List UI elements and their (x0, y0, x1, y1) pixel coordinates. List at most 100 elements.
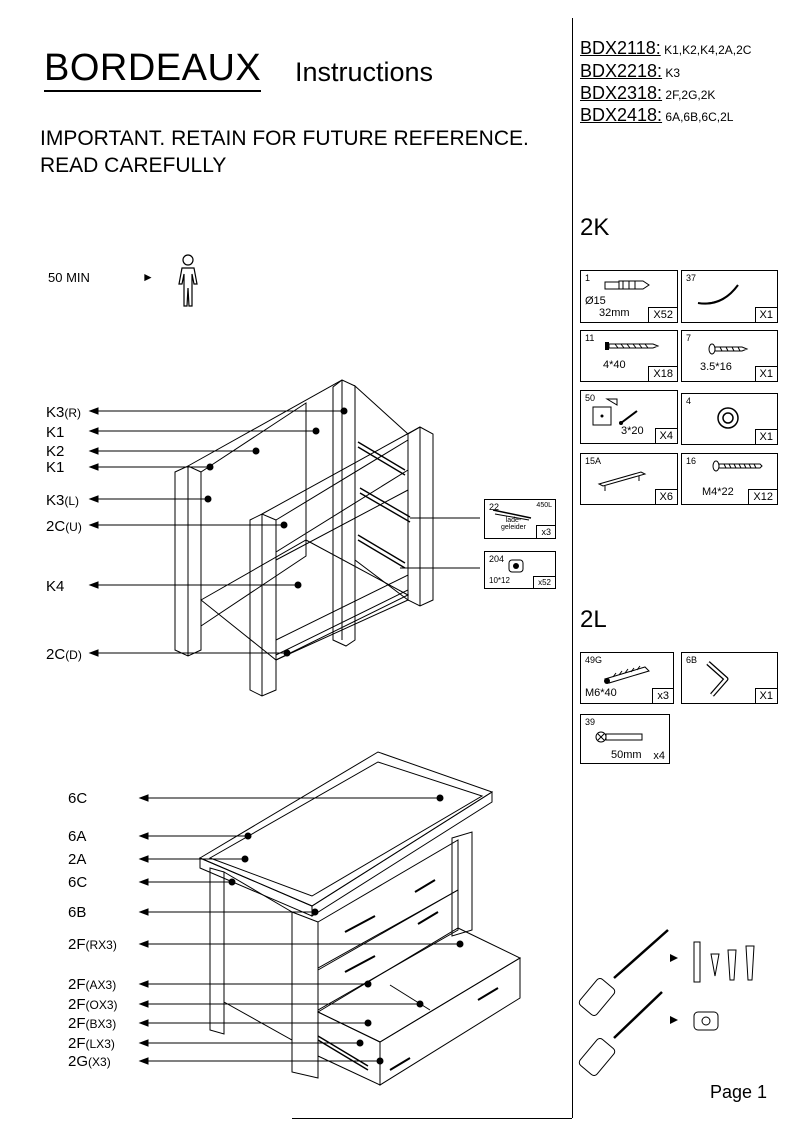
callout-label: 2C(U) (46, 518, 82, 535)
anchor-bolt-icon (604, 665, 650, 684)
model-row: BDX2418: 6A,6B,6C,2L (580, 105, 733, 126)
part-box: 39 50mm x4 (580, 714, 670, 764)
part-spec: Ø15 (585, 295, 606, 307)
part-box: 15A X6 (580, 453, 678, 505)
part-box: 1 Ø15 32mm X52 (580, 270, 678, 323)
slide-rail-icon (492, 509, 532, 521)
part-qty: x3 (652, 688, 673, 703)
brand-title: BORDEAUX (44, 48, 262, 92)
model-row: BDX2318: 2F,2G,2K (580, 83, 715, 104)
part-qty: X1 (754, 366, 777, 381)
part-name: lade-geleider (501, 517, 526, 531)
part-id: 6B (686, 655, 698, 665)
callout-label: 6A (68, 828, 87, 845)
part-qty: x3 (536, 525, 555, 538)
column-divider (572, 18, 573, 1118)
important-line-2: READ CAREFULLY (40, 154, 227, 177)
part-spec: M4*22 (702, 486, 734, 498)
model-row: BDX2118: K1,K2,K4,2A,2C (580, 38, 751, 59)
callout-label: K3(R) (46, 404, 82, 421)
callout-label: 2F(RX3) (68, 936, 117, 953)
cabinet-assembled-drawing (138, 751, 522, 1086)
callout-label: 6B (68, 904, 87, 921)
bracket-strap-icon (697, 284, 739, 305)
tools-illustration (578, 929, 755, 1076)
important-line-1: IMPORTANT. RETAIN FOR FUTURE REFERENCE. (40, 127, 529, 150)
part-box: 6B X1 (681, 652, 778, 704)
assembly-time: 50 MIN (48, 270, 90, 285)
part-id: 22 (489, 502, 500, 512)
part-size: 450L (536, 502, 552, 509)
model-code: BDX2218: (580, 61, 663, 81)
part-qty: X1 (754, 307, 777, 322)
small-screw-icon (708, 343, 749, 355)
callout-label: 2F(LX3) (68, 1035, 115, 1052)
part-qty: X1 (754, 688, 777, 703)
part-id: 15A (585, 456, 602, 466)
callout-label: 2G(X3) (68, 1053, 111, 1070)
footer-divider (292, 1118, 572, 1119)
part-box: 7 3.5*16 X1 (681, 330, 778, 382)
model-parts: K1,K2,K4,2A,2C (664, 43, 752, 57)
important-notice: IMPORTANT. RETAIN FOR FUTURE REFERENCE. … (40, 125, 529, 179)
callout-label: 2A (68, 851, 87, 868)
callout-label: 2F(BX3) (68, 1015, 117, 1032)
connector-bolt-icon (595, 731, 643, 743)
part-id: 37 (686, 273, 697, 283)
part-box: 16 M4*22 X12 (681, 453, 778, 505)
wood-screw-icon (605, 342, 660, 350)
model-code: BDX2318: (580, 83, 663, 103)
model-parts: 6A,6B,6C,2L (665, 110, 734, 124)
model-row: BDX2218: K3 (580, 61, 680, 82)
callout-label: K1 (46, 424, 65, 441)
play-arrow-icon: ► (142, 270, 154, 284)
person-icon (178, 254, 198, 307)
drawer-handle-icon (597, 471, 647, 491)
washer-icon (717, 407, 739, 429)
part-spec: 32mm (599, 307, 630, 319)
callout-label: K2 (46, 443, 65, 460)
part-qty: X6 (654, 489, 677, 504)
model-parts: K3 (665, 66, 681, 80)
model-code: BDX2118: (580, 38, 661, 58)
part-box: 49G M6*40 x3 (580, 652, 674, 704)
callout-label: 6C (68, 874, 88, 891)
cam-lock-icon (508, 559, 524, 573)
page-number: Page 1 (710, 1082, 768, 1102)
part-spec: 3*20 (621, 425, 644, 437)
part-spec: 10*12 (489, 576, 510, 585)
part-qty: X18 (648, 366, 677, 381)
callout-label: K1 (46, 459, 65, 476)
part-id: 1 (585, 273, 591, 283)
section-2l-title: 2L (580, 606, 607, 633)
document-subtitle: Instructions (295, 57, 434, 87)
callout-label: K4 (46, 578, 65, 595)
part-qty: X4 (654, 428, 677, 443)
model-code: BDX2418: (580, 105, 663, 125)
part-qty: x52 (533, 576, 555, 588)
part-id: 4 (686, 396, 692, 406)
part-qty: X52 (648, 307, 677, 322)
dowel-screw-icon (604, 280, 650, 290)
part-spec: 4*40 (603, 359, 626, 371)
part-id: 204 (489, 554, 505, 564)
block-and-screw-icon (592, 398, 638, 426)
frame-exploded-drawing (88, 379, 480, 697)
part-qty: X1 (754, 429, 777, 444)
part-id: 7 (686, 333, 692, 343)
callout-label: 2F(AX3) (68, 976, 117, 993)
part-qty: x4 (649, 749, 669, 763)
part-box: 4 X1 (681, 393, 778, 445)
part-id: 11 (585, 333, 595, 343)
part-slides-box: 22 450L lade-geleider x3 (484, 499, 556, 539)
callout-label: 2F(OX3) (68, 996, 118, 1013)
part-id: 50 (585, 393, 596, 403)
part-spec: 50mm (611, 749, 642, 761)
part-spec: M6*40 (585, 687, 617, 699)
model-parts: 2F,2G,2K (665, 88, 716, 102)
part-id: 16 (686, 456, 697, 466)
callout-label: 6C (68, 790, 88, 807)
part-box: 37 X1 (681, 270, 778, 323)
part-box: 11 4*40 X18 (580, 330, 678, 382)
callout-label: 2C(D) (46, 646, 82, 663)
